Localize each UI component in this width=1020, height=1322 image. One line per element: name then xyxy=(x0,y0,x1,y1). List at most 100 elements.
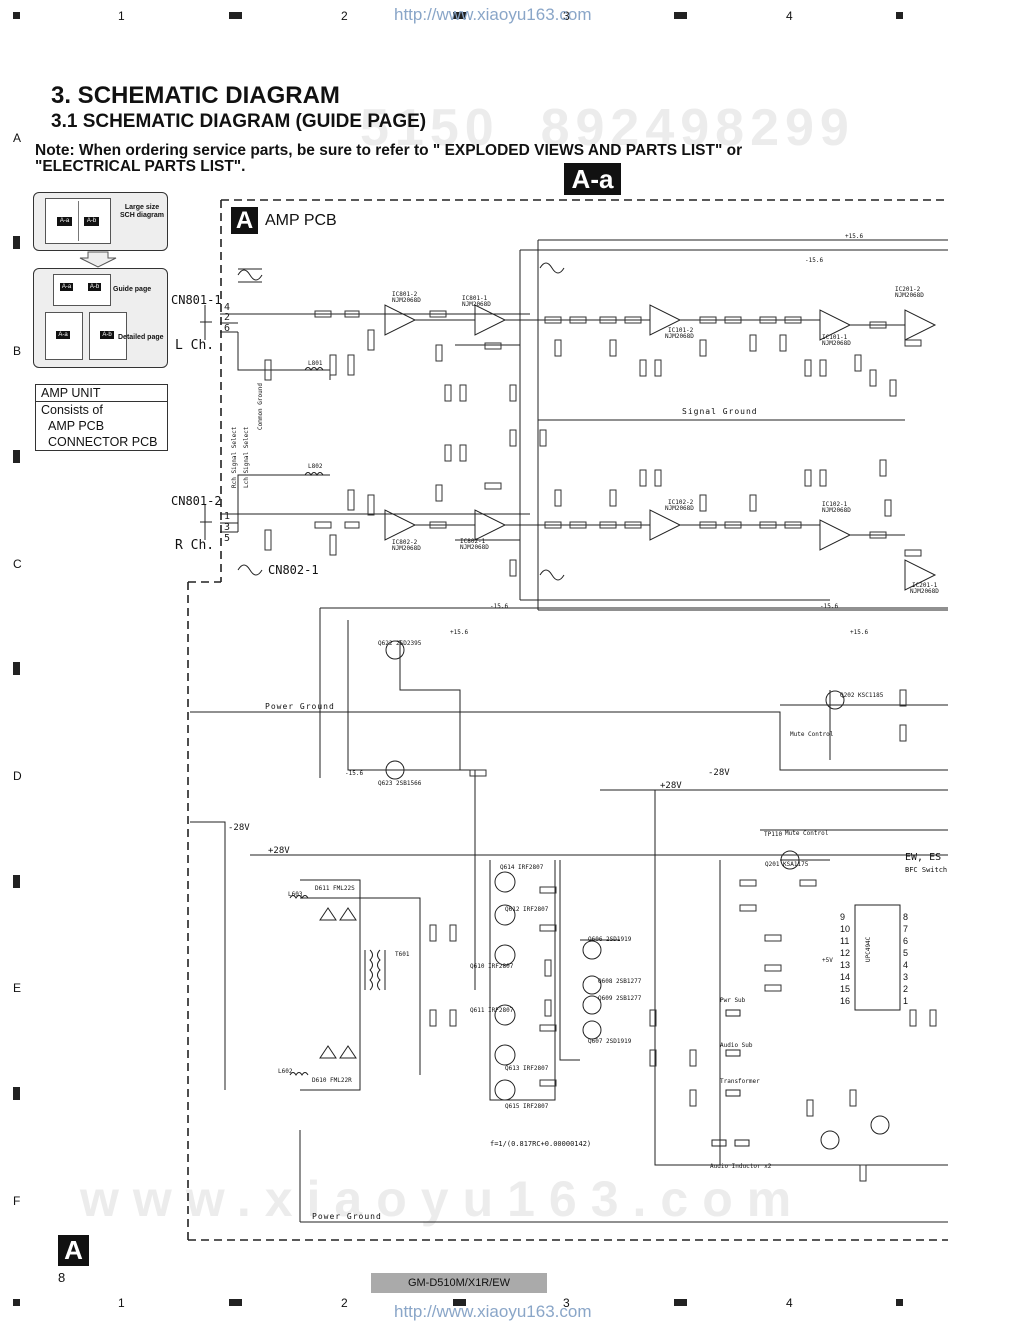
q202-label: Q202 KSC1185 xyxy=(840,692,884,699)
column-4-bottom: 4 xyxy=(786,1296,793,1310)
q609-label: Q609 2SB1277 xyxy=(598,995,642,1002)
mute-control-label-2: Mute Control xyxy=(785,830,829,837)
rail-p28: +28V xyxy=(660,781,682,791)
ic602-pin-7: 7 xyxy=(903,924,908,934)
ic201-2-part: NJM2068D xyxy=(895,292,924,299)
ic201-1-label: IC201-1 xyxy=(912,582,938,589)
q612-label: Q612 IRF2807 xyxy=(505,906,549,913)
ic102-1-part: NJM2068D xyxy=(822,507,851,514)
row-e: E xyxy=(13,981,22,995)
rail-p156-top: +15.6 xyxy=(845,233,863,240)
page-number: 8 xyxy=(58,1270,66,1285)
left-channel-label: L Ch. xyxy=(175,338,214,353)
q614-label: Q614 IRF2807 xyxy=(500,864,544,871)
ordering-note: Note: When ordering service parts, be su… xyxy=(35,142,743,175)
row-b: B xyxy=(13,344,22,358)
q622-label: Q622 2SD2395 xyxy=(378,640,422,647)
lch-signal-select-label: Lch Signal Select xyxy=(243,426,250,488)
frequency-formula: f=1/(0.817RC+0.00000142) xyxy=(490,1140,591,1148)
ic602-pin-8: 8 xyxy=(903,912,908,922)
pwr-sub-label: Pwr Sub xyxy=(720,997,746,1004)
signal-ground-label: Signal Ground xyxy=(682,407,758,416)
rail-p156-mid: +15.6 xyxy=(850,629,868,636)
ic801-2-label: IC801-2 xyxy=(392,291,418,298)
rail-m28: -28V xyxy=(708,768,730,778)
column-4: 4 xyxy=(786,9,793,23)
ic602-pin-12: 12 xyxy=(840,948,850,958)
q606-label: Q606 2SD1919 xyxy=(588,936,632,943)
ic602-pin-14: 14 xyxy=(840,972,850,982)
mute-control-label: Mute Control xyxy=(790,731,834,738)
bfc-switch-label: BFC Switch xyxy=(905,866,947,874)
ic802-1-part: NJM2068D xyxy=(460,544,489,551)
q201-label: Q201 KSA1175 xyxy=(765,861,809,868)
connector-cn801-2: CN801-2 xyxy=(171,494,222,508)
connector-cn801-1: CN801-1 xyxy=(171,293,222,307)
rail-m156-mid-2: -15.6 xyxy=(820,603,838,610)
rail-p28-left: +28V xyxy=(268,846,290,856)
right-channel-label: R Ch. xyxy=(175,538,214,553)
cn2-pin-5: 5 xyxy=(224,533,230,544)
ic602-pin-6: 6 xyxy=(903,936,908,946)
guide-page-label: Guide page xyxy=(113,286,152,293)
cn1-pin-4: 4 xyxy=(224,302,230,313)
d610-label: D610 FML22R xyxy=(312,1077,352,1084)
tp110-label: TP110 xyxy=(764,831,782,838)
row-c: C xyxy=(13,557,22,571)
ic602-pin-2: 2 xyxy=(903,984,908,994)
rail-m28-left: -28V xyxy=(228,823,250,833)
detailed-page-b-icon: A-b xyxy=(89,312,127,360)
amp-unit-box: AMP UNIT Consists of AMP PCB CONNECTOR P… xyxy=(35,384,168,451)
transformer-label: Transformer xyxy=(720,1078,760,1085)
guide-book-icon: A-a A-b xyxy=(53,274,111,306)
l801-label: L801 xyxy=(308,360,323,367)
l603-label: L603 xyxy=(288,891,303,898)
model-number: GM-D510M/X1R/EW xyxy=(371,1273,547,1293)
ic801-2-part: NJM2068D xyxy=(392,297,421,304)
q611-label: Q611 IRF2807 xyxy=(470,1007,514,1014)
ic101-1-label: IC101-1 xyxy=(822,334,848,341)
unit-item-connector-pcb: CONNECTOR PCB xyxy=(48,435,158,449)
q608-label: Q608 2SB1277 xyxy=(598,978,642,985)
row-f: F xyxy=(13,1194,21,1208)
ew-es-label: EW, ES xyxy=(905,852,941,863)
column-1-bottom: 1 xyxy=(118,1296,125,1310)
ic602-pin-10: 10 xyxy=(840,924,850,934)
q610-label: Q610 IRF2807 xyxy=(470,963,514,970)
q613-label: Q613 IRF2807 xyxy=(505,1065,549,1072)
ic602-pin-3: 3 xyxy=(903,972,908,982)
ic102-2-label: IC102-2 xyxy=(668,499,694,506)
rail-m156-top: -15.6 xyxy=(805,257,823,264)
l802-label: L802 xyxy=(308,463,323,470)
ic201-1-part: NJM2068D xyxy=(910,588,939,595)
ic102-2-part: NJM2068D xyxy=(665,505,694,512)
ic602-pin-1: 1 xyxy=(903,996,908,1006)
power-ground-bottom-label: Power Ground xyxy=(312,1212,382,1221)
ic101-2-label: IC101-2 xyxy=(668,327,694,334)
q623-label: Q623 2SB1566 xyxy=(378,780,422,787)
rail-m156-power: -15.6 xyxy=(345,770,363,777)
ic802-1-label: IC802-1 xyxy=(460,538,486,545)
page-title: 3. SCHEMATIC DIAGRAM xyxy=(51,82,340,109)
page-subtitle: 3.1 SCHEMATIC DIAGRAM (GUIDE PAGE) xyxy=(51,111,427,132)
ic102-1-label: IC102-1 xyxy=(822,501,848,508)
t601-label: T601 xyxy=(395,951,410,958)
pcb-name: AMP PCB xyxy=(265,212,337,229)
column-1: 1 xyxy=(118,9,125,23)
column-2-bottom: 2 xyxy=(341,1296,348,1310)
q615-label: Q615 IRF2807 xyxy=(505,1103,549,1110)
large-sheet-icon: A-a A-b xyxy=(45,198,111,244)
rch-signal-select-label: Rch Signal Select xyxy=(231,426,238,488)
power-ground-label: Power Ground xyxy=(265,702,335,711)
ic802-2-label: IC802-2 xyxy=(392,539,418,546)
rail-p156-power: +15.6 xyxy=(450,629,468,636)
audio-sub-label: Audio Sub xyxy=(720,1042,753,1049)
footer-url-link[interactable]: http://www.xiaoyu163.com xyxy=(394,1302,592,1321)
pcb-letter: A xyxy=(231,207,258,234)
cn1-pin-6: 6 xyxy=(224,323,230,334)
unit-consists: Consists of xyxy=(41,403,103,417)
ic602-pin-5: 5 xyxy=(903,948,908,958)
header-url-link[interactable]: http://www.xiaoyu163.com xyxy=(394,5,592,24)
pcb-letter-bottom: A xyxy=(58,1235,89,1266)
